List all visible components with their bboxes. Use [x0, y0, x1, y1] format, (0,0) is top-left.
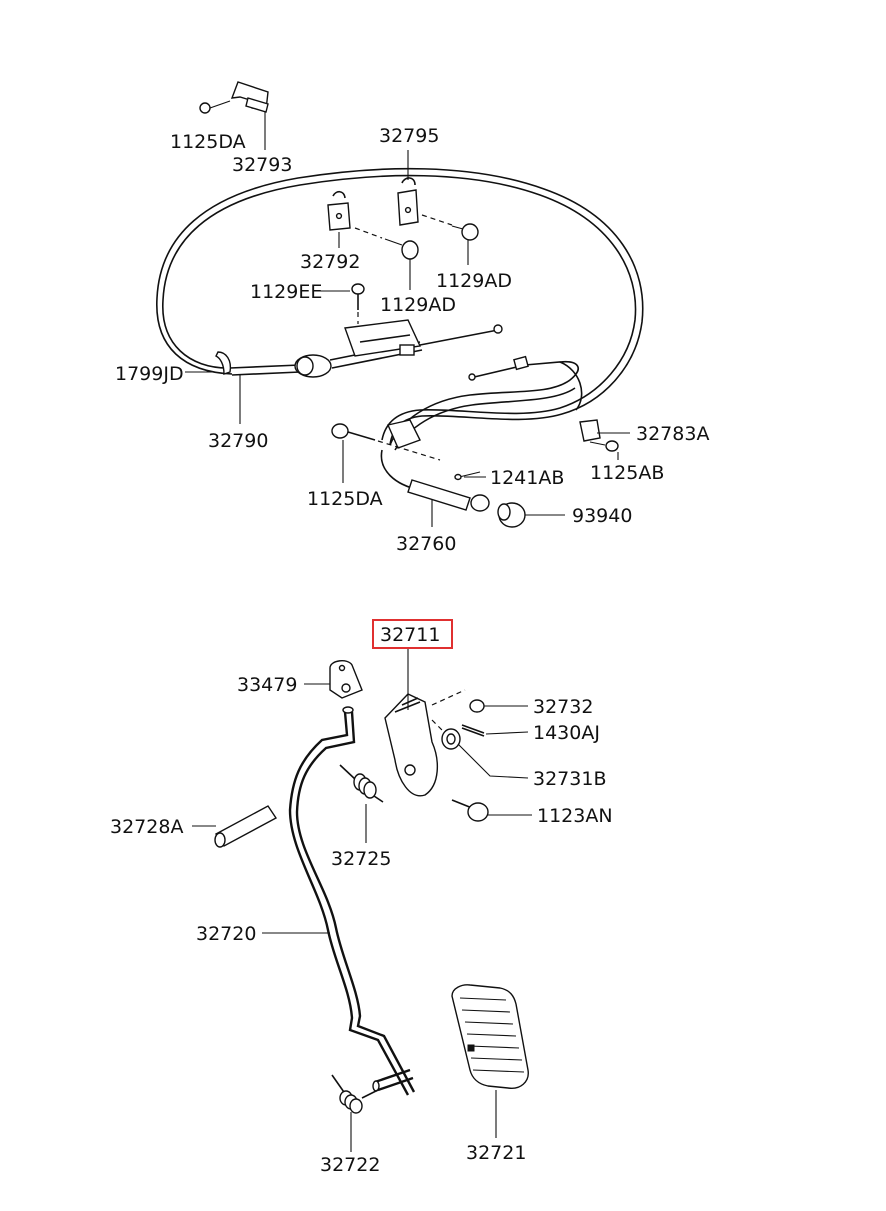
label-1125AB: 1125AB: [590, 462, 664, 484]
label-32795: 32795: [379, 125, 439, 147]
accelerator-pedal-assembly: [214, 660, 529, 1114]
label-32721: 32721: [466, 1142, 526, 1164]
label-93940: 93940: [572, 505, 632, 527]
label-1241AB: 1241AB: [490, 467, 564, 489]
label-1125DA-top: 1125DA: [170, 131, 246, 153]
label-1123AN: 1123AN: [537, 805, 613, 827]
label-32783A: 32783A: [636, 423, 709, 445]
label-32722: 32722: [320, 1154, 380, 1176]
label-32720: 32720: [196, 923, 256, 945]
highlight-box-32711: [372, 619, 453, 649]
label-32732: 32732: [533, 696, 593, 718]
label-1129EE: 1129EE: [250, 281, 322, 303]
upper-leader-lines: [185, 112, 630, 527]
part-labels: 1125DA 32793 32795 32792 1129AD 1129EE 1…: [110, 125, 709, 1176]
label-1430AJ: 1430AJ: [533, 722, 600, 744]
label-1799JD: 1799JD: [115, 363, 184, 385]
label-32711: 32711: [380, 624, 440, 646]
label-1129AD-center: 1129AD: [380, 294, 456, 316]
label-32790: 32790: [208, 430, 268, 452]
label-32725: 32725: [331, 848, 391, 870]
lower-leader-lines: [192, 648, 532, 1152]
label-32793: 32793: [232, 154, 292, 176]
label-33479: 33479: [237, 674, 297, 696]
label-32792: 32792: [300, 251, 360, 273]
accelerator-cable-assembly: [156, 81, 644, 528]
label-1125DA-bottom: 1125DA: [307, 488, 383, 510]
label-32728A: 32728A: [110, 816, 183, 838]
label-32760: 32760: [396, 533, 456, 555]
label-1129AD-right: 1129AD: [436, 270, 512, 292]
label-32731B: 32731B: [533, 768, 606, 790]
